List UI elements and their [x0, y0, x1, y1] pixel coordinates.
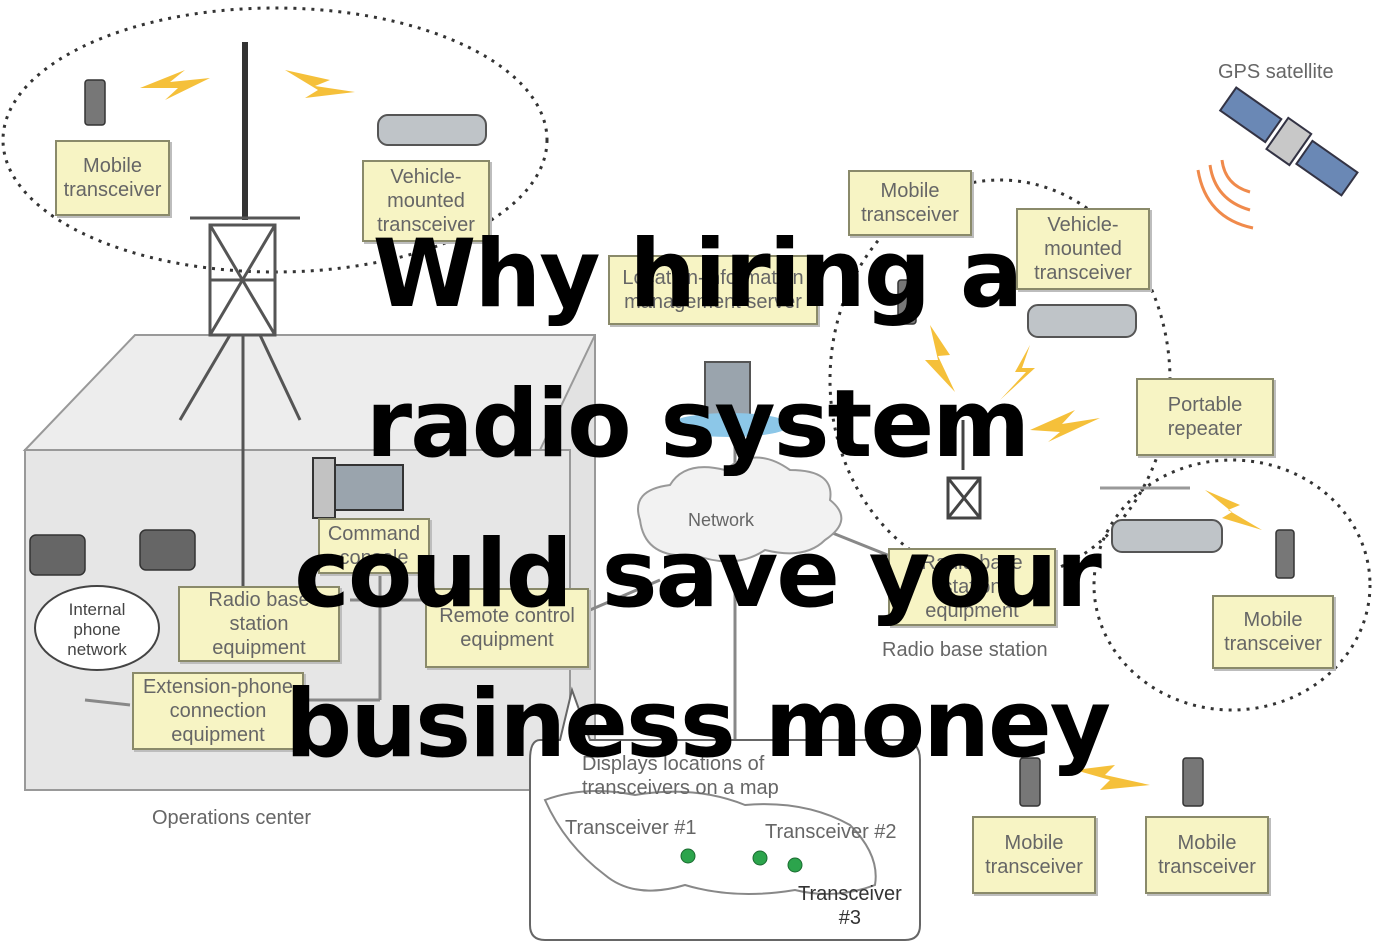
caption-gps-satellite: GPS satellite: [1218, 61, 1334, 83]
computer-icon: [312, 457, 404, 519]
desk-phone-icons: [29, 529, 196, 576]
antenna-tower: [178, 42, 302, 590]
label-portable-repeater: Portable repeater: [1136, 378, 1274, 456]
label-radio-base-left: Radio base station equipment: [178, 586, 340, 662]
label-radio-base-right: Radio base station equipment: [888, 548, 1056, 626]
caption-transceiver-3: Transceiver #3: [798, 883, 902, 929]
label-command-console: Command console: [318, 518, 430, 574]
caption-operations-center: Operations center: [152, 807, 311, 829]
base-station-tower: [946, 420, 1190, 520]
label-remote-control: Remote control equipment: [425, 588, 589, 668]
map-pins: [680, 848, 803, 873]
label-extension-phone: Extension-phone connection equipment: [132, 672, 304, 750]
coverage-area-bottom-right: [1092, 458, 1372, 712]
map-outline: [543, 790, 877, 895]
gps-signal-arcs: [1196, 159, 1254, 230]
label-mobile-transceiver-right: Mobile transceiver: [1212, 595, 1334, 669]
label-vehicle-transceiver-top-left: Vehicle- mounted transceiver: [362, 160, 490, 242]
label-mobile-transceiver-top-right: Mobile transceiver: [848, 170, 972, 236]
lightning-bolts: [140, 70, 1262, 790]
internal-phone-ellipse: [34, 585, 160, 671]
map-callout: [529, 686, 921, 941]
network-cloud: [637, 456, 843, 563]
server-icon: [670, 361, 790, 437]
caption-network: Network: [688, 510, 755, 530]
caption-internal-phone-network: Internal phone network: [67, 600, 127, 659]
handset-icons: [84, 79, 1295, 807]
caption-map-title: Displays locations of transceivers on a …: [582, 753, 779, 799]
label-location-server: Location-information management server: [608, 255, 818, 325]
caption-radio-base-station: Radio base station: [882, 639, 1048, 661]
caption-transceiver-1: Transceiver #1: [565, 817, 697, 839]
label-mobile-transceiver-bottom-1: Mobile transceiver: [972, 816, 1096, 894]
label-mobile-transceiver-bottom-2: Mobile transceiver: [1145, 816, 1269, 894]
caption-transceiver-2: Transceiver #2: [765, 821, 897, 843]
vehicle-icons: [377, 114, 1223, 553]
label-vehicle-transceiver-top-right: Vehicle- mounted transceiver: [1016, 208, 1150, 290]
label-mobile-transceiver-top-left: Mobile transceiver: [55, 140, 170, 216]
gps-satellite-icon: [1218, 86, 1359, 197]
headline: Why hiring a radio system could save you…: [284, 220, 1111, 779]
